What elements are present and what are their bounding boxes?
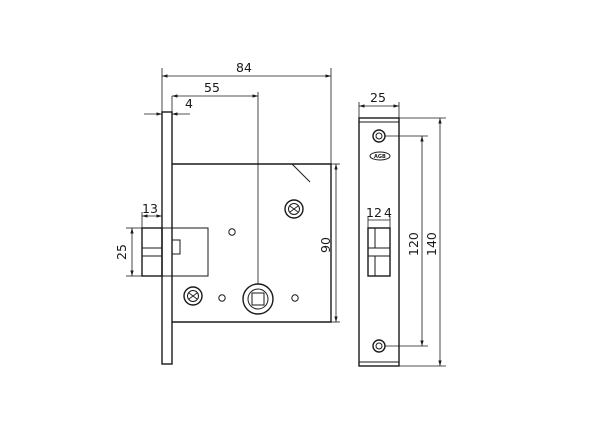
brand-logo-text: AGB: [374, 154, 386, 160]
dimension-faceplate-thickness: 4: [144, 96, 193, 116]
body-chamfer: [291, 163, 311, 183]
screw-hole-top: [284, 199, 304, 219]
dimension-latch-height: 25: [114, 227, 142, 277]
lock-side-view: [141, 111, 332, 365]
faceplate-latch: [367, 227, 391, 277]
dimension-label-25-latch: 25: [114, 244, 129, 260]
dimension-label-140: 140: [424, 232, 439, 256]
dimension-label-90: 90: [318, 237, 333, 253]
dimension-overall-width: 84: [161, 60, 332, 164]
small-hole-right: [291, 294, 299, 302]
dimension-label-84: 84: [236, 60, 252, 75]
dimension-label-13: 13: [142, 201, 158, 216]
dimension-screw-spacing: 120: [385, 135, 428, 347]
follower-hub: [242, 283, 274, 315]
dimension-faceplate-width: 25: [358, 90, 400, 118]
dimension-latch-projection: 13: [141, 201, 162, 228]
latch-bolt: [141, 227, 209, 277]
dimension-label-25-width: 25: [370, 90, 386, 105]
brand-logo: AGB: [369, 151, 391, 161]
screw-hole-bottom: [183, 286, 203, 306]
dimension-label-120: 120: [406, 232, 421, 256]
dimension-faceplate-length: 140: [399, 117, 446, 367]
faceplate-screw-top: [372, 129, 386, 143]
dimension-latch-width: 12 4: [366, 205, 392, 228]
dimension-backset: 55: [171, 80, 259, 284]
lock-faceplate-view: AGB: [358, 117, 400, 367]
dimension-label-4-latch: 4: [384, 205, 392, 220]
dimension-label-12: 12: [366, 205, 382, 220]
faceplate-screw-bottom: [372, 339, 386, 353]
dimension-label-55: 55: [204, 80, 220, 95]
faceplate-edge: [161, 111, 173, 365]
small-hole-left: [218, 294, 226, 302]
pin-hole: [228, 228, 236, 236]
faceplate: [358, 117, 400, 367]
dimension-label-4: 4: [185, 96, 193, 111]
dimension-body-height: 90: [318, 163, 340, 323]
